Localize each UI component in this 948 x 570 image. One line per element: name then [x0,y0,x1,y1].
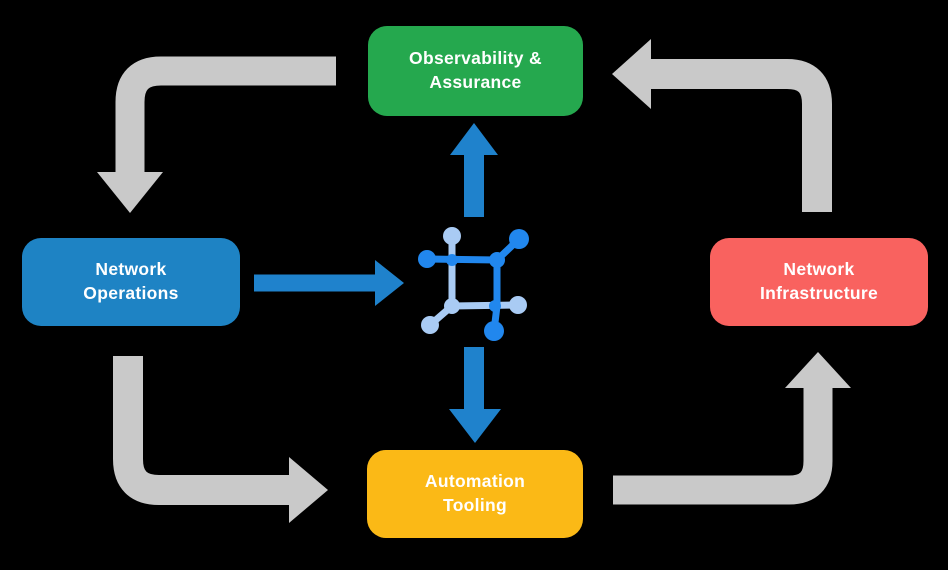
gray-arrow-infrastructure-to-observability [612,39,832,212]
blue-arrow-operations-to-center [254,260,404,306]
gray-arrow-observability-to-operations [97,56,336,213]
node-observability-assurance: Observability & Assurance [368,26,583,116]
gray-arrow-operations-to-automation [113,356,328,523]
gray-arrow-automation-to-infrastructure [613,352,851,505]
node-network-operations: Network Operations [22,238,240,326]
blue-arrow-center-to-automation [449,347,501,443]
network-fabric-icon [418,227,529,341]
node-network-infrastructure: Network Infrastructure [710,238,928,326]
node-automation-tooling: Automation Tooling [367,450,583,538]
blue-arrow-center-to-observability [450,123,498,217]
